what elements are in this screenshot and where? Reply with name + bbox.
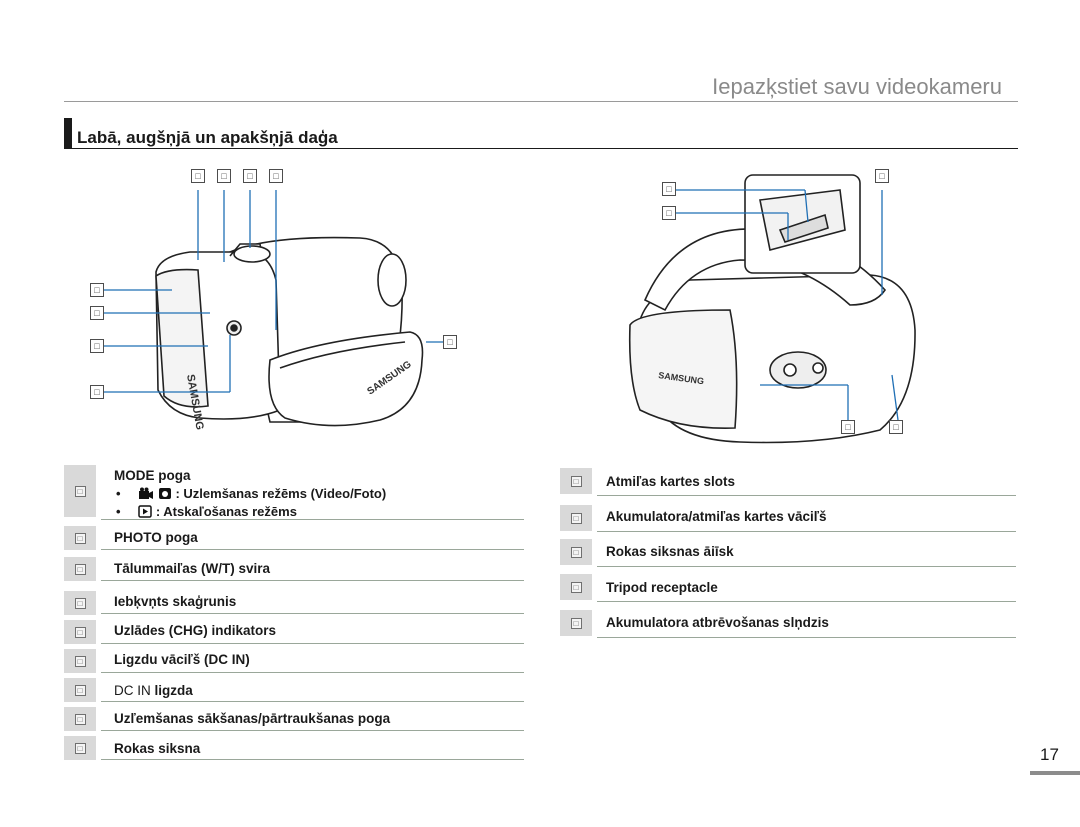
section-marker-bar — [64, 118, 72, 148]
callout-marker: □ — [662, 182, 676, 196]
legend-number-cell: □ — [560, 468, 592, 494]
legend-number-cell: □ — [560, 574, 592, 600]
legend-item-label: Tripod receptacle — [606, 580, 718, 595]
legend-item-label: PHOTO poga — [114, 530, 198, 545]
header-rule — [64, 101, 1018, 102]
page-header-title: Iepazķstiet savu videokameru — [712, 74, 1002, 99]
legend-divider — [101, 672, 524, 673]
legend-number-box: □ — [74, 742, 86, 754]
legend-number-cell: □ — [560, 505, 592, 531]
legend-divider — [597, 495, 1016, 496]
legend-divider — [597, 531, 1016, 532]
legend-divider — [597, 566, 1016, 567]
legend-number-cell: □ — [64, 465, 96, 517]
left-legend: □ MODE poga • : Uzlemšanas režēms (Video… — [64, 465, 524, 765]
callout-marker: □ — [90, 283, 104, 297]
legend-number-cell: □ — [560, 610, 592, 636]
callout-marker: □ — [269, 169, 283, 183]
legend-sub-label: Uzlemšanas režēms (Video/Foto) — [183, 486, 387, 501]
legend-number-box: □ — [74, 655, 86, 667]
legend-number-box: □ — [74, 532, 86, 544]
legend-number-box: □ — [570, 512, 582, 524]
legend-item-label: MODE poga — [114, 468, 191, 483]
legend-item-label: Ligzdu vāciľš (DC IN) — [114, 652, 250, 667]
legend-item-label: Rokas siksnas āiīsk — [606, 544, 734, 559]
legend-number-cell: □ — [64, 736, 96, 760]
legend-item-label: DC IN ligzda — [114, 683, 193, 698]
legend-number-cell: □ — [64, 557, 96, 581]
legend-number-box: □ — [74, 684, 86, 696]
section-rule — [64, 148, 1018, 149]
callout-marker: □ — [243, 169, 257, 183]
legend-label-dcin: DC IN — [114, 683, 151, 698]
legend-divider — [597, 601, 1016, 602]
legend-divider — [101, 519, 524, 520]
bullet-mark: • — [116, 486, 121, 501]
callout-marker: □ — [662, 206, 676, 220]
callout-marker: □ — [90, 385, 104, 399]
page-number-bar — [1030, 771, 1080, 775]
legend-number-cell: □ — [64, 591, 96, 615]
legend-divider — [597, 637, 1016, 638]
callout-marker: □ — [191, 169, 205, 183]
legend-number-box: □ — [74, 626, 86, 638]
right-legend: □ Atmiľas kartes slots □ Akumulatora/atm… — [560, 465, 1016, 645]
legend-number-box: □ — [74, 597, 86, 609]
callout-marker: □ — [841, 420, 855, 434]
video-camera-icon — [139, 487, 154, 499]
callout-marker: □ — [889, 420, 903, 434]
legend-number-cell: □ — [64, 649, 96, 673]
playback-icon — [138, 505, 152, 518]
camcorder-side-view-illustration: SAMSUNG SAMSUNG — [104, 190, 452, 431]
legend-sub-label: Atskaľošanas režēms — [163, 504, 297, 519]
legend-number-cell: □ — [64, 707, 96, 731]
legend-divider — [101, 759, 524, 760]
legend-number-cell: □ — [64, 620, 96, 644]
legend-divider — [101, 701, 524, 702]
legend-number-box: □ — [570, 475, 582, 487]
legend-number-box: □ — [570, 546, 582, 558]
legend-item-label: Akumulatora atbrēvošanas slņdzis — [606, 615, 829, 630]
section-title: Labā, augšņjā un apakšņjā daģa — [77, 128, 338, 147]
legend-number-cell: □ — [560, 539, 592, 565]
legend-divider — [101, 613, 524, 614]
legend-item-label: Uzľemšanas sākšanas/pārtraukšanas poga — [114, 711, 391, 726]
legend-item-label: Rokas siksna — [114, 741, 201, 756]
callout-marker: □ — [217, 169, 231, 183]
legend-number-box: □ — [74, 713, 86, 725]
callout-marker: □ — [443, 335, 457, 349]
legend-number-cell: □ — [64, 678, 96, 702]
callout-marker: □ — [90, 306, 104, 320]
legend-item-label: Atmiľas kartes slots — [606, 474, 736, 489]
camcorder-bottom-view-illustration: SAMSUNG — [628, 174, 916, 444]
legend-number-box: □ — [74, 563, 86, 575]
legend-divider — [101, 549, 524, 550]
legend-item-label: Uzlādes (CHG) indikators — [114, 623, 277, 638]
legend-label-socket: ligzda — [154, 683, 193, 698]
bullet-mark: • — [116, 504, 121, 519]
bullet-separator: : — [155, 504, 161, 519]
legend-number-box: □ — [570, 617, 582, 629]
legend-bullet-video-photo: • : Uzlemšanas režēms (Video/Foto) — [116, 486, 386, 501]
legend-number-box: □ — [74, 485, 86, 497]
page-number: 17 — [1040, 745, 1059, 764]
legend-divider — [101, 580, 524, 581]
photo-camera-icon — [158, 488, 171, 499]
legend-divider — [101, 730, 524, 731]
legend-item-label: Tālummaiľas (W/T) svira — [114, 561, 270, 576]
legend-item-label: Iebķvņts skaģrunis — [114, 594, 237, 609]
callout-marker: □ — [90, 339, 104, 353]
legend-item-label: Akumulatora/atmiľas kartes vāciľš — [606, 509, 827, 524]
legend-divider — [101, 643, 524, 644]
legend-bullet-playback: • : Atskaľošanas režēms — [116, 504, 297, 519]
legend-number-box: □ — [570, 581, 582, 593]
callout-marker: □ — [875, 169, 889, 183]
legend-number-cell: □ — [64, 526, 96, 550]
bullet-separator: : — [175, 486, 180, 501]
